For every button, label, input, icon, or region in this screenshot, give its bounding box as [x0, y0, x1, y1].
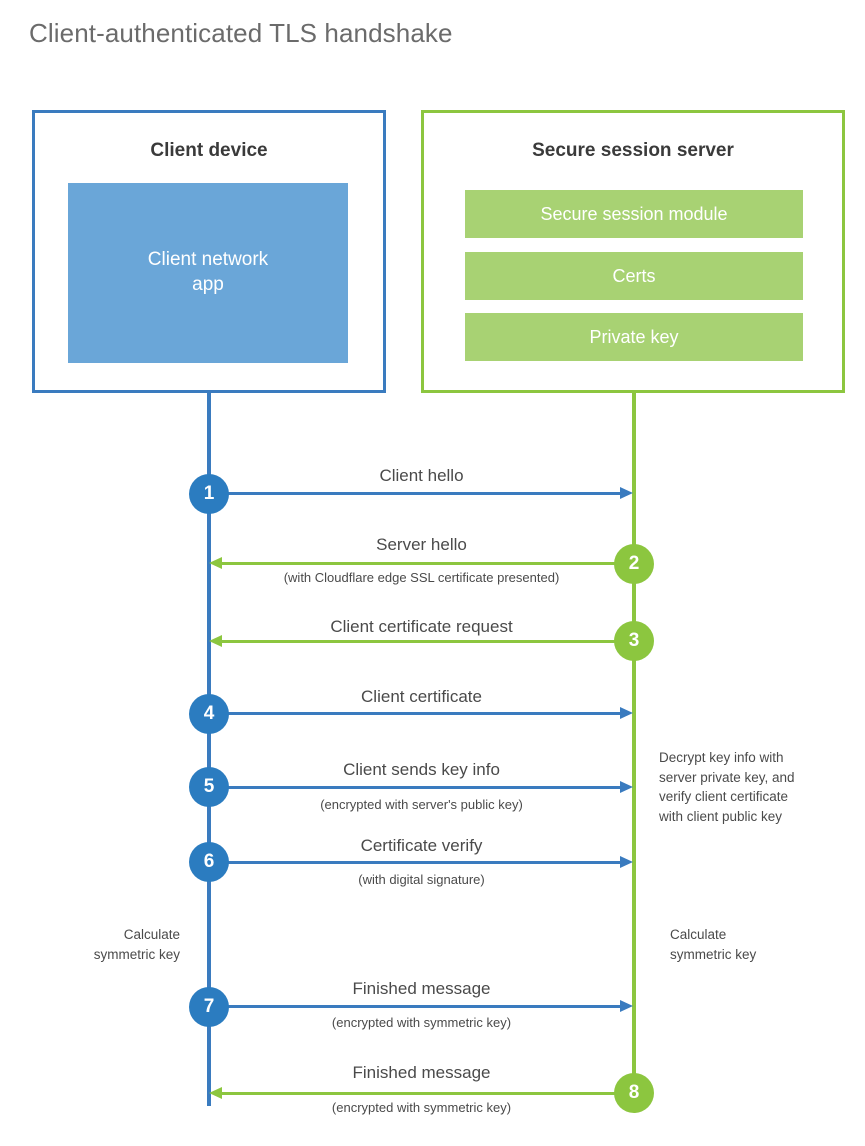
client-lifeline	[207, 393, 211, 1106]
step-2-arrow	[209, 557, 632, 569]
step-7-label: Finished message	[352, 979, 491, 998]
arrowhead-right-icon	[620, 856, 633, 868]
step-4-label: Client certificate	[361, 687, 482, 706]
note-server-decrypt-line3: verify client certificate	[659, 789, 789, 805]
note-server-decrypt-line2: server private key, and	[659, 769, 795, 785]
step-5-sublabel: (encrypted with server's public key)	[320, 797, 523, 812]
step-badge-2: 2	[614, 544, 654, 584]
step-7-arrow	[209, 1000, 633, 1012]
note-client-calculate-symmetric-key: Calculate symmetric key	[30, 925, 180, 964]
arrowhead-right-icon	[620, 1000, 633, 1012]
arrowhead-left-icon	[209, 635, 222, 647]
step-2-label: Server hello	[376, 535, 467, 554]
step-6-sublabel: (with digital signature)	[358, 872, 485, 887]
server-block-secure-session-module: Secure session module	[465, 190, 803, 238]
arrowhead-left-icon	[209, 557, 222, 569]
note-server-decrypt-line1: Decrypt key info with	[659, 750, 784, 765]
server-block-private-key: Private key	[465, 313, 803, 361]
server-lifeline	[632, 393, 636, 1094]
arrowhead-left-icon	[209, 1087, 222, 1099]
client-network-app-block: Client network app	[68, 183, 348, 363]
step-8-label: Finished message	[352, 1063, 491, 1082]
step-1-label: Client hello	[379, 466, 464, 485]
secure-session-server-title: Secure session server	[532, 140, 734, 161]
step-4-arrow	[209, 707, 633, 719]
step-badge-8: 8	[614, 1073, 654, 1113]
step-badge-1: 1	[189, 474, 229, 514]
step-badge-7: 7	[189, 987, 229, 1027]
step-badge-5: 5	[189, 767, 229, 807]
step-badge-4: 4	[189, 694, 229, 734]
client-network-app-label-line2: app	[192, 274, 224, 295]
note-client-calc-line1: Calculate	[123, 927, 180, 942]
step-7-sublabel: (encrypted with symmetric key)	[331, 1015, 512, 1030]
arrowhead-right-icon	[620, 487, 633, 499]
step-3-arrow	[209, 635, 632, 647]
step-1-arrow	[209, 487, 633, 499]
step-6-arrow	[209, 856, 633, 868]
note-client-calc-line2: symmetric key	[93, 946, 180, 962]
step-5-arrow	[209, 781, 633, 793]
step-badge-6: 6	[189, 842, 229, 882]
note-server-decrypt: Decrypt key info with server private key…	[659, 748, 839, 826]
step-5-label: Client sends key info	[343, 760, 500, 779]
arrowhead-right-icon	[620, 781, 633, 793]
step-6-label: Certificate verify	[360, 836, 483, 855]
step-3-label: Client certificate request	[330, 617, 513, 636]
step-8-sublabel: (encrypted with symmetric key)	[331, 1100, 512, 1115]
note-server-calculate-symmetric-key: Calculate symmetric key	[670, 925, 840, 964]
server-block-certs: Certs	[465, 252, 803, 300]
step-badge-3: 3	[614, 621, 654, 661]
client-device-title: Client device	[150, 140, 268, 161]
page-title: Client-authenticated TLS handshake	[29, 18, 453, 48]
note-server-calc-line1: Calculate	[670, 927, 727, 942]
note-server-decrypt-line4: with client public key	[659, 808, 783, 824]
arrowhead-right-icon	[620, 707, 633, 719]
step-2-sublabel: (with Cloudflare edge SSL certificate pr…	[283, 570, 560, 585]
step-8-arrow	[209, 1087, 632, 1099]
client-network-app-label-line1: Client network	[147, 249, 269, 271]
note-server-calc-line2: symmetric key	[670, 946, 757, 962]
